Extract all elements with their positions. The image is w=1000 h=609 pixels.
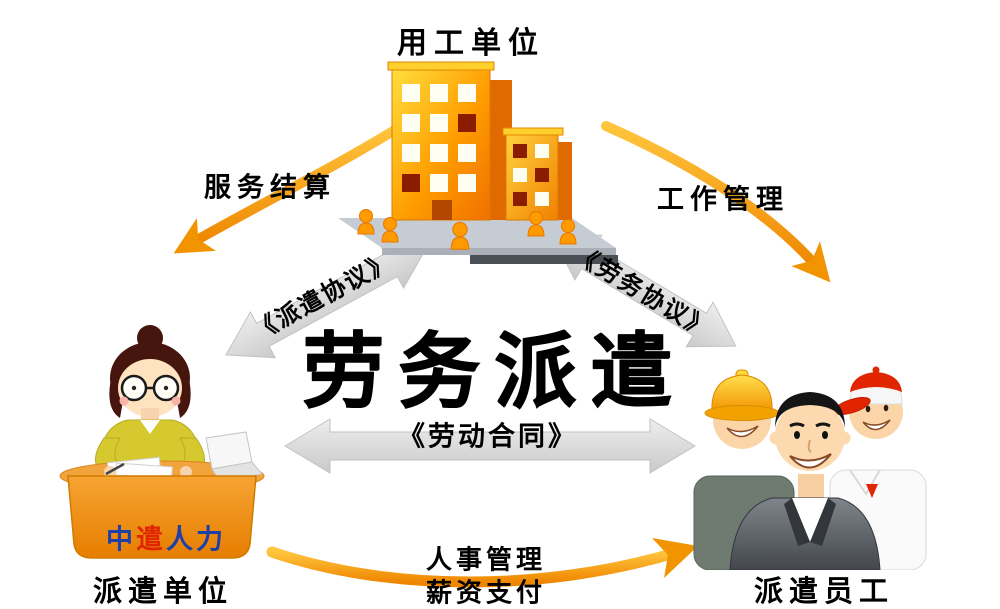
personnel-salary-arrow — [266, 537, 699, 588]
red-cap-icon — [833, 366, 903, 416]
mini-people-icons — [357, 209, 577, 250]
employer-node-label: 用工单位 — [397, 27, 545, 60]
dispatch-unit-label: 派遣单位 — [92, 576, 234, 608]
brand-part-1: 中 — [106, 524, 136, 555]
building-small-tower — [502, 127, 572, 221]
labor-contract-arrow — [284, 418, 696, 474]
service-settlement-label: 服务结算 — [204, 172, 336, 203]
work-management-label: 工作管理 — [657, 184, 789, 215]
pen-icon — [105, 462, 125, 476]
agent-avatar — [95, 325, 205, 477]
desk-brand-label: 中遣人力 — [106, 518, 226, 557]
hard-hat-icon — [704, 369, 780, 421]
desk — [59, 431, 265, 559]
work-management-arrow — [601, 121, 831, 283]
employees-label: 派遣员工 — [753, 576, 895, 608]
worker-red-cap — [829, 366, 927, 570]
building-platform — [338, 218, 618, 264]
labor-contract-label: 《劳动合同》 — [398, 421, 578, 452]
service-settlement-arrow — [173, 123, 403, 254]
employer-building-illustration — [338, 61, 618, 264]
building-main-tower — [387, 61, 512, 221]
hair-icon — [775, 392, 845, 428]
brand-part-2: 遣 — [136, 524, 166, 555]
diagram-title: 劳务派遣 — [301, 326, 687, 418]
employees-illustration — [693, 366, 927, 570]
brand-part-3: 人力 — [166, 524, 226, 555]
dispatch-unit-illustration — [59, 325, 265, 559]
salary-payment-label: 薪资支付 — [425, 578, 547, 608]
worker-suit — [729, 392, 881, 570]
personnel-management-label: 人事管理 — [425, 545, 547, 575]
